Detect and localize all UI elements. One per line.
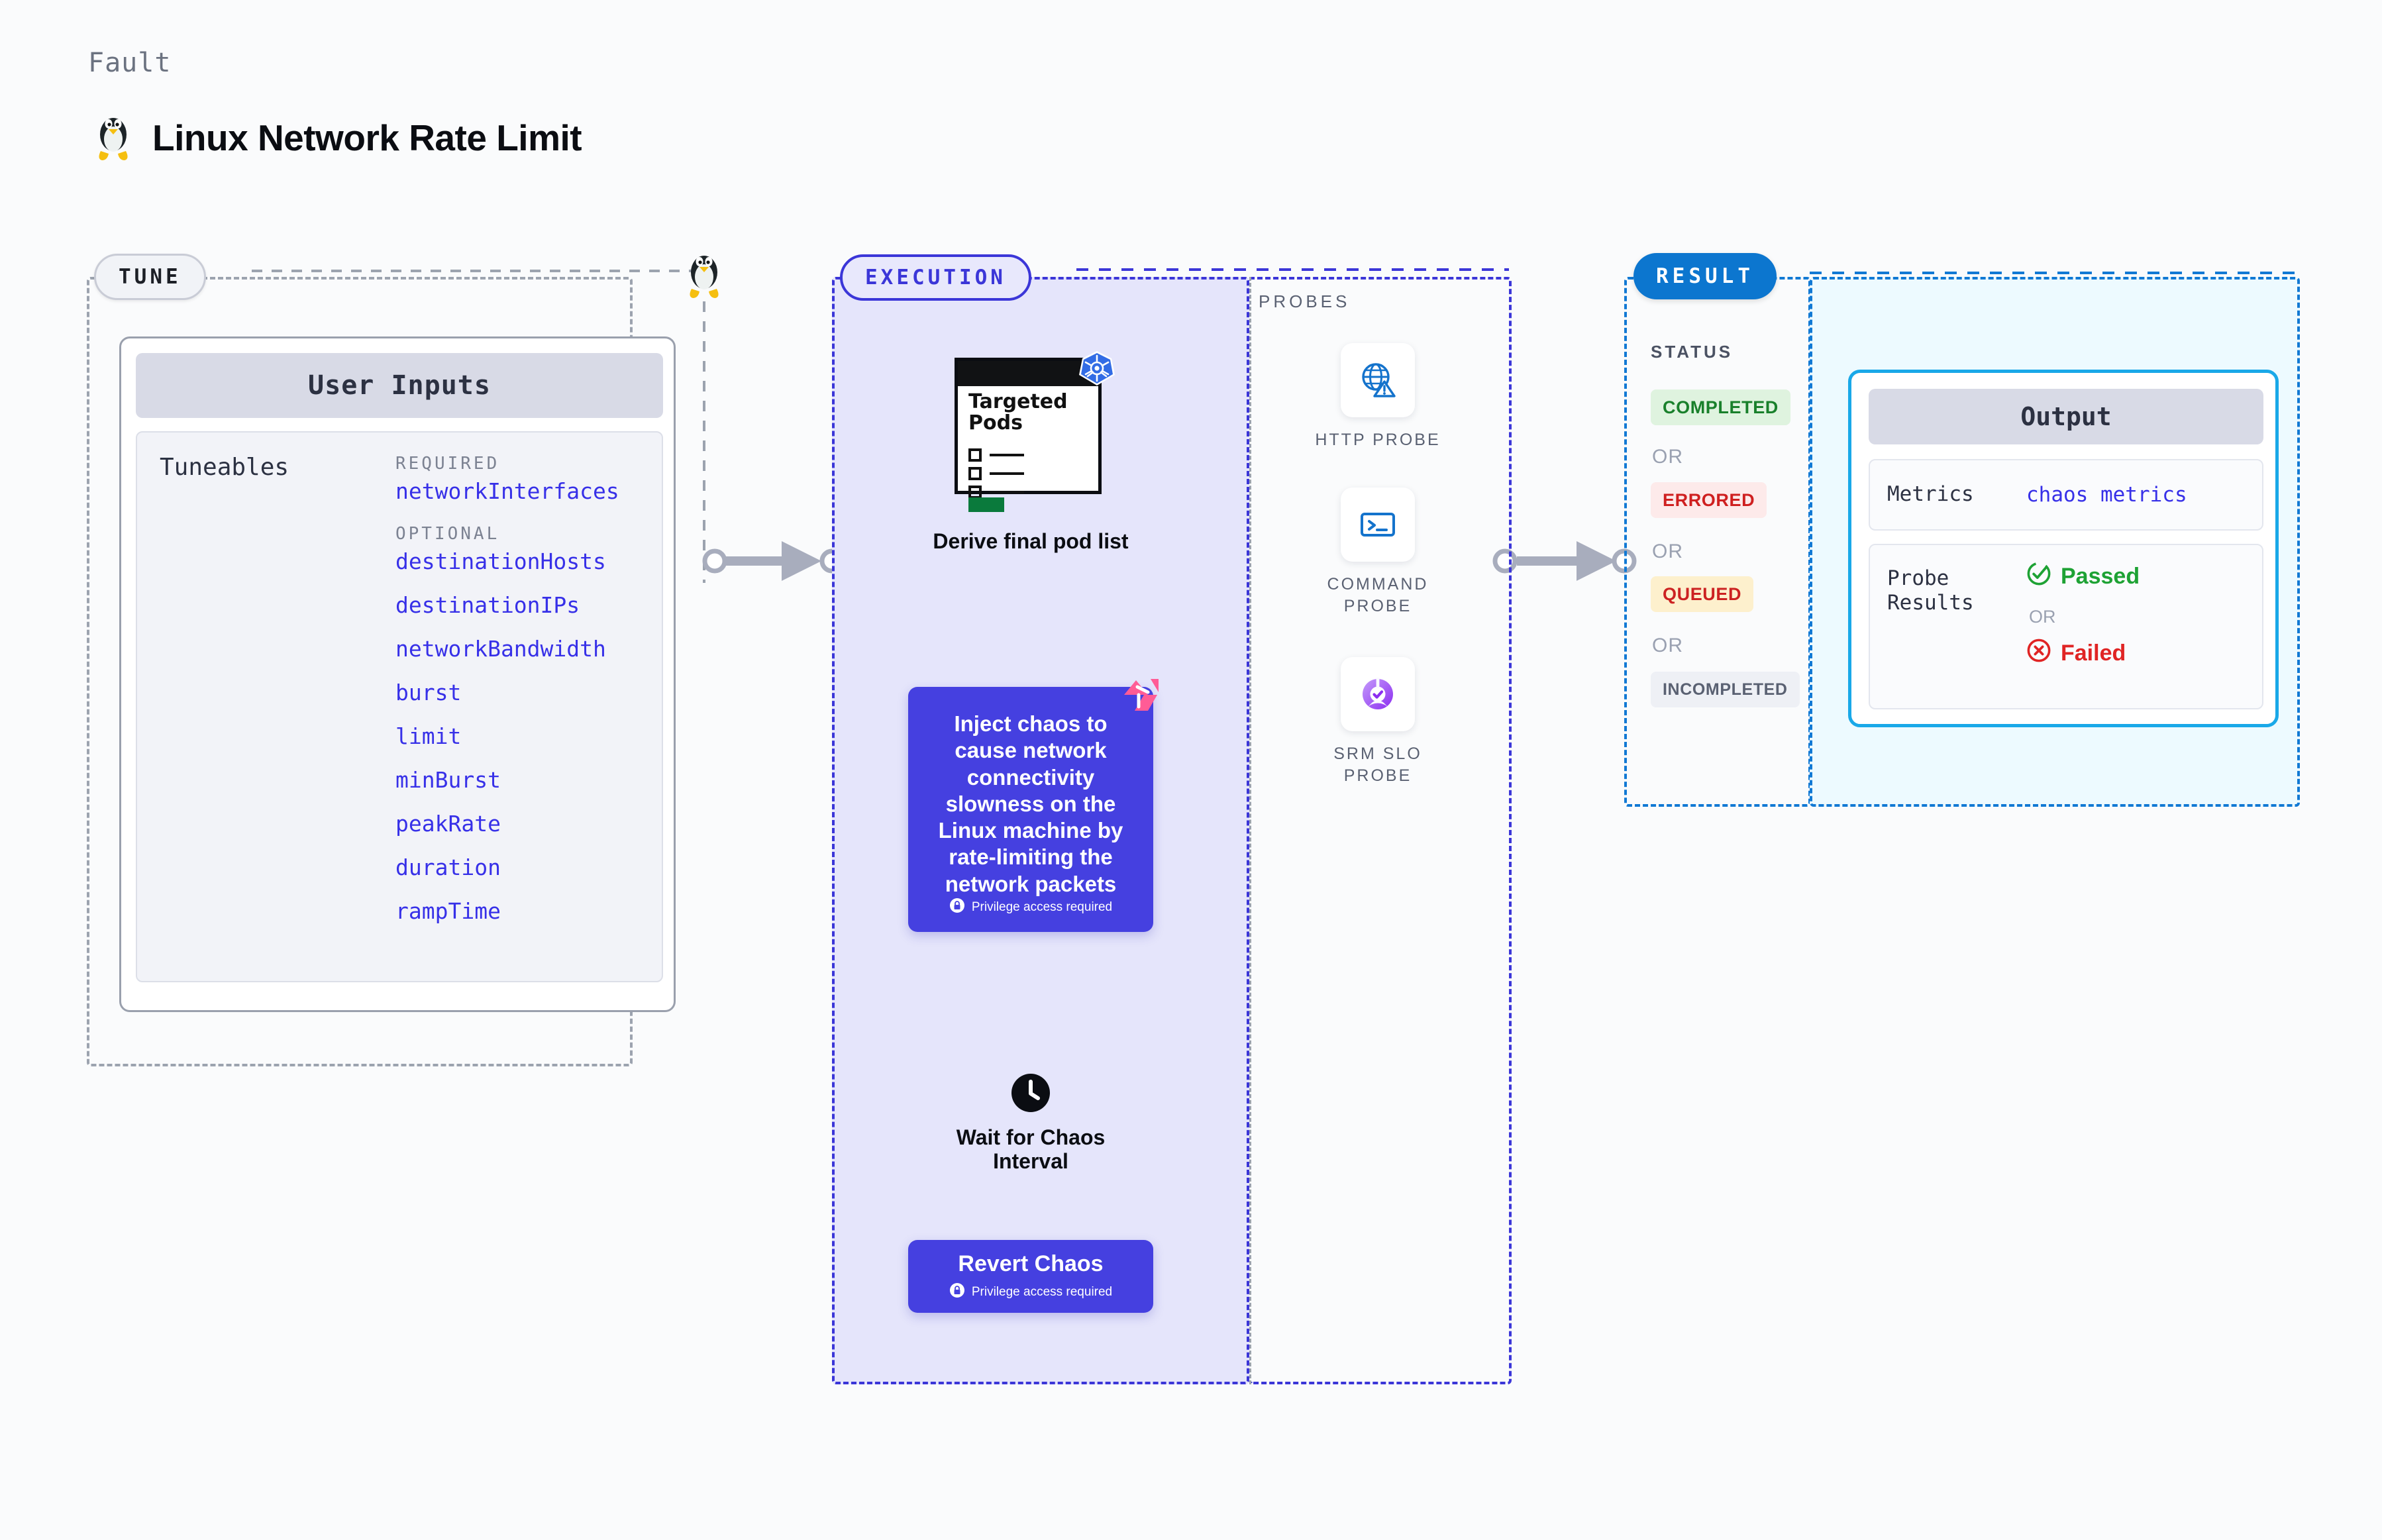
probe-result-failed: Failed [2026, 638, 2140, 669]
wait-interval-caption: Wait for Chaos Interval [956, 1125, 1106, 1173]
clock-icon [1011, 1073, 1051, 1113]
privilege-note-label: Privilege access required [971, 900, 1113, 914]
metrics-value-link[interactable]: chaos metrics [2026, 483, 2187, 507]
tuneable-networkinterfaces[interactable]: networkInterfaces [395, 478, 619, 504]
line-placeholder [990, 454, 1024, 456]
metrics-key: Metrics [1887, 482, 1974, 507]
page-title-row: Linux Network Rate Limit [93, 113, 582, 163]
page-title: Linux Network Rate Limit [152, 117, 582, 158]
privilege-note: Privilege access required [908, 898, 1153, 917]
pods-checklist [968, 448, 1024, 504]
status-badge-queued: QUEUED [1651, 576, 1754, 612]
output-row-metrics: Metrics chaos metrics [1869, 459, 2263, 531]
probe-result-passed-label: Passed [2061, 564, 2140, 589]
terminal-icon [1341, 488, 1415, 562]
result-pill[interactable]: RESULT [1633, 253, 1777, 299]
linux-penguin-icon [684, 250, 725, 301]
lock-icon [949, 898, 965, 917]
revert-chaos-title: Revert Chaos [958, 1251, 1104, 1276]
tuneables-panel: Tuneables REQUIRED networkInterfaces OPT… [136, 431, 663, 982]
line-placeholder [990, 472, 1024, 475]
kubernetes-icon [1078, 350, 1115, 387]
tuneable-burst[interactable]: burst [395, 680, 462, 705]
x-circle-icon [2026, 638, 2051, 669]
probe-command-label: COMMAND PROBE [1327, 575, 1429, 615]
checkbox-icon [968, 448, 982, 462]
probe-result-passed: Passed [2026, 561, 2140, 592]
probes-section-border [1249, 277, 1512, 1384]
or-label: OR [1652, 446, 1683, 468]
probes-section-label: PROBES [1259, 291, 1351, 311]
status-label: STATUS [1651, 342, 1734, 362]
probe-results-key: Probe Results [1887, 566, 1974, 615]
globe-warning-icon [1341, 343, 1415, 417]
execution-pill[interactable]: EXECUTION [840, 254, 1031, 301]
tuneable-destinationhosts[interactable]: destinationHosts [395, 548, 606, 574]
list-item [968, 486, 1024, 499]
status-badge-errored: ERRORED [1651, 482, 1767, 518]
inject-chaos-node[interactable]: Inject chaos to cause network connectivi… [908, 679, 1159, 932]
or-label: OR [1652, 540, 1683, 562]
probe-result-failed-label: Failed [2061, 641, 2126, 666]
line-placeholder [990, 491, 1024, 493]
tune-pill[interactable]: TUNE [94, 254, 206, 300]
green-bar [968, 497, 1004, 512]
inject-chaos-text: Inject chaos to cause network connectivi… [938, 711, 1123, 896]
list-item [968, 467, 1024, 480]
check-circle-icon [2026, 561, 2051, 592]
probes-divider [1249, 277, 1251, 1384]
derive-pod-list-caption: Derive final pod list [933, 529, 1129, 553]
or-label: OR [1652, 635, 1683, 656]
privilege-note: Privilege access required [949, 1282, 1112, 1302]
card-titlebar [958, 361, 1098, 386]
tuneables-list: REQUIRED networkInterfaces OPTIONAL dest… [395, 451, 647, 944]
probe-http-label: HTTP PROBE [1315, 431, 1441, 449]
probe-srm-slo[interactable]: SRM SLO PROBE [1298, 657, 1457, 787]
tuneable-group-label-optional: OPTIONAL [395, 524, 500, 544]
derive-pod-list-node: Targeted Pods [955, 350, 1115, 512]
tuneable-ramptime[interactable]: rampTime [395, 898, 501, 924]
tuneable-peakrate[interactable]: peakRate [395, 811, 501, 837]
targeted-pods-title: Targeted Pods [968, 390, 1068, 435]
revert-chaos-node[interactable]: Revert Chaos Privilege access required [908, 1240, 1153, 1313]
probe-srm-slo-label: SRM SLO PROBE [1333, 744, 1422, 785]
probe-http[interactable]: HTTP PROBE [1298, 343, 1457, 451]
tuneable-destinationips[interactable]: destinationIPs [395, 592, 580, 618]
tuneable-networkbandwidth[interactable]: networkBandwidth [395, 636, 606, 662]
checkbox-icon [968, 467, 982, 480]
output-card: Output Metrics chaos metrics Probe Resul… [1848, 370, 2279, 727]
probe-command[interactable]: COMMAND PROBE [1298, 488, 1457, 617]
litmuschaos-icon [1121, 678, 1160, 712]
checkbox-icon [968, 486, 982, 499]
lock-icon [949, 1282, 965, 1302]
tuneables-label: Tuneables [160, 454, 289, 481]
page-kicker: Fault [88, 48, 172, 78]
privilege-note-label: Privilege access required [971, 1284, 1113, 1299]
tuneable-limit[interactable]: limit [395, 723, 462, 749]
linux-penguin-icon [93, 113, 134, 163]
output-row-probe-results: Probe Results Passed OR [1869, 544, 2263, 709]
user-inputs-card: User Inputs Tuneables REQUIRED networkIn… [119, 336, 676, 1012]
targeted-pods-card: Targeted Pods [955, 358, 1102, 512]
tuneable-duration[interactable]: duration [395, 854, 501, 880]
status-badge-completed: COMPLETED [1651, 389, 1790, 425]
srm-slo-icon [1341, 657, 1415, 731]
tuneable-minburst[interactable]: minBurst [395, 767, 501, 793]
status-badge-incompleted: INCOMPLETED [1651, 672, 1800, 707]
or-label: OR [2029, 607, 2056, 627]
user-inputs-title: User Inputs [136, 353, 663, 418]
list-item [968, 448, 1024, 462]
output-title: Output [1869, 389, 2263, 444]
tuneable-group-label-required: REQUIRED [395, 454, 500, 474]
